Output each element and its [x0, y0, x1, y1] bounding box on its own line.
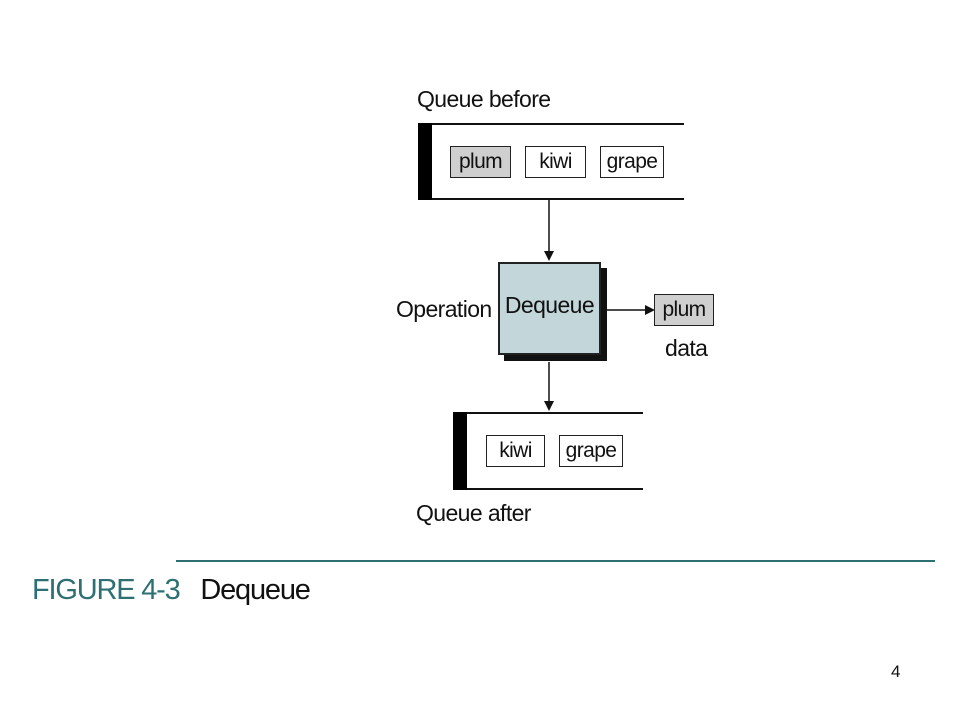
queue-before-title: Queue before — [417, 86, 551, 112]
queue-front-bar-after — [453, 412, 467, 490]
page-number: 4 — [891, 662, 901, 681]
queue-after-item-kiwi: kiwi — [486, 435, 545, 467]
output-item-plum: plum — [654, 294, 714, 326]
figure-caption: FIGURE 4-3 Dequeue — [32, 574, 311, 607]
figure-title: Dequeue — [200, 574, 311, 606]
queue-after-item-grape: grape — [559, 435, 623, 467]
operation-name: Dequeue — [504, 292, 595, 318]
diagram-arrows — [544, 200, 655, 411]
queue-before: plum kiwi grape — [418, 123, 684, 200]
operation-label: Operation — [396, 296, 492, 322]
dequeue-diagram: Queue before plum kiwi grape Operation D… — [396, 86, 714, 526]
queue-before-item-plum: plum — [450, 146, 511, 178]
queue-before-item-grape: grape — [600, 146, 664, 178]
caption-rule — [176, 560, 935, 562]
output-data-label: data — [665, 335, 708, 361]
figure-number: FIGURE 4-3 — [32, 574, 181, 606]
queue-after-title: Queue after — [416, 500, 531, 526]
queue-front-bar — [418, 123, 432, 200]
queue-before-item-kiwi: kiwi — [525, 146, 586, 178]
operation-box: Dequeue — [498, 262, 601, 355]
queue-after: kiwi grape — [453, 412, 643, 490]
